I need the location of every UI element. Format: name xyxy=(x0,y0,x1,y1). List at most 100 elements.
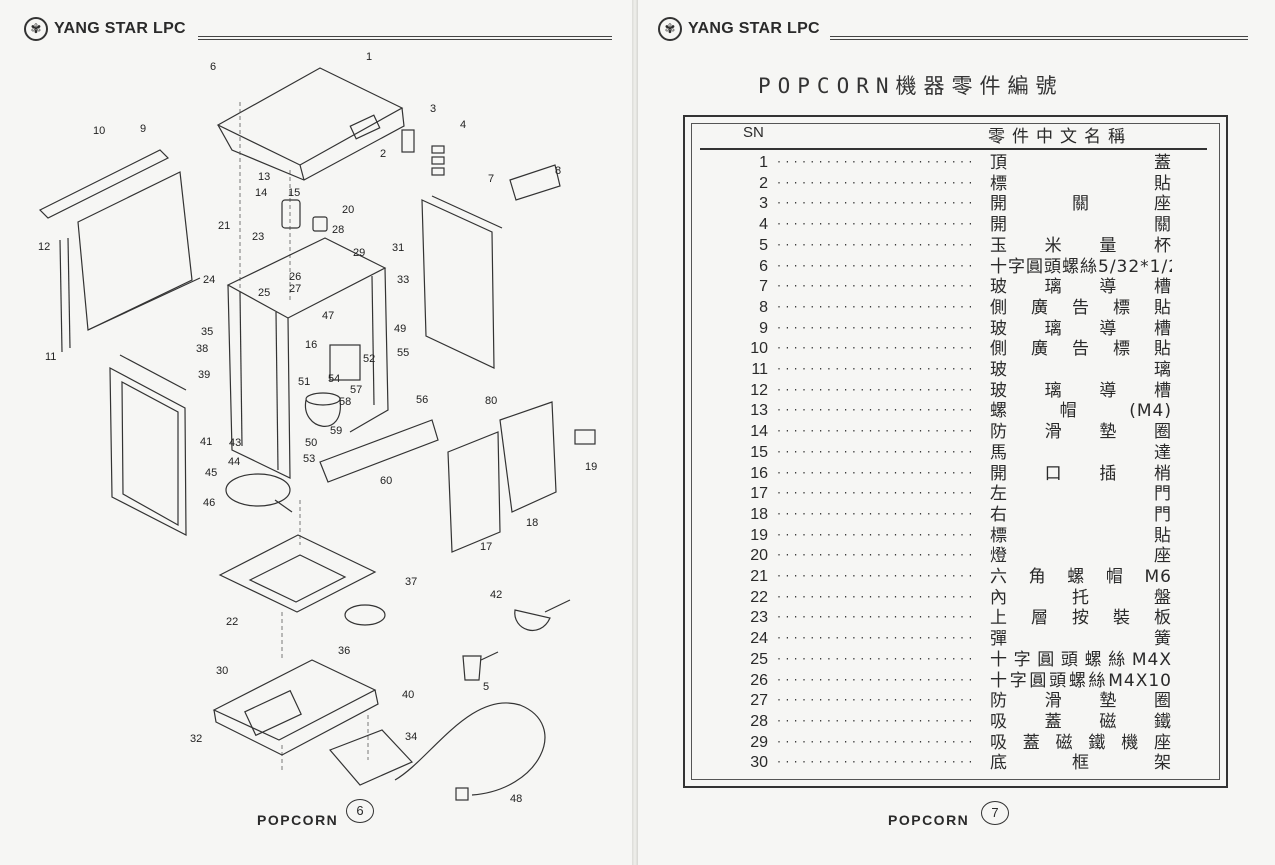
brand-logo-icon: ✾ xyxy=(658,17,682,41)
callout: 41 xyxy=(200,436,212,448)
callout: 9 xyxy=(140,123,146,135)
callout: 1 xyxy=(366,51,372,63)
table-row: 16······································… xyxy=(738,464,1178,484)
part-name: 玻璃導槽 xyxy=(990,380,1172,401)
leader-dots: ········································ xyxy=(776,550,971,562)
leader-dots: ········································ xyxy=(776,695,971,707)
callout: 7 xyxy=(488,173,494,185)
leader-dots: ········································ xyxy=(776,301,971,313)
callout: 25 xyxy=(258,287,270,299)
callout: 14 xyxy=(255,187,267,199)
part-name: 玉米量杯 xyxy=(990,235,1172,256)
part-name: 玻璃 xyxy=(990,360,1172,380)
callout: 31 xyxy=(392,242,404,254)
part-sn: 2 xyxy=(759,174,768,192)
callout: 17 xyxy=(480,541,492,553)
table-row: 18 ······································… xyxy=(738,505,1178,525)
callout: 56 xyxy=(416,394,428,406)
right-page-parts-list: ✾ YANG STAR LPC POPCORN機器零件編號 SN 零件中文名稱 … xyxy=(638,0,1275,865)
leader-dots: ········································ xyxy=(776,508,971,520)
callout: 29 xyxy=(353,247,365,259)
table-row: 11······································… xyxy=(738,360,1178,380)
table-row: 10 ······································… xyxy=(738,339,1178,359)
leader-dots: ········································ xyxy=(776,488,971,500)
callout: 49 xyxy=(394,323,406,335)
brand-logo-icon: ✾ xyxy=(24,17,48,41)
header-sn: SN xyxy=(743,124,764,141)
part-name: 十字圓頭螺絲M4X10 xyxy=(990,670,1172,691)
part-name: 標貼 xyxy=(990,525,1172,546)
callout: 80 xyxy=(485,395,497,407)
leader-dots: ········································ xyxy=(776,674,971,686)
table-row: 28······································… xyxy=(738,712,1178,732)
table-row: 17······································… xyxy=(738,484,1178,504)
leader-dots: ········································ xyxy=(776,157,971,168)
table-row: 2·······································… xyxy=(738,174,1178,194)
part-sn: 15 xyxy=(750,443,768,461)
callout: 47 xyxy=(322,310,334,322)
table-row: 13······································… xyxy=(738,401,1178,421)
callout: 37 xyxy=(405,576,417,588)
callout: 15 xyxy=(288,187,300,199)
header-rule-line xyxy=(700,148,1207,150)
callout: 2 xyxy=(380,148,386,160)
header-part-name: 零件中文名稱 xyxy=(988,127,1132,147)
part-sn: 6 xyxy=(759,257,768,275)
part-name: 十字圓頭螺絲M4X xyxy=(990,649,1172,670)
table-row: 30······································… xyxy=(738,753,1178,773)
leader-dots: ········································ xyxy=(776,198,971,210)
part-name: 內托盤 xyxy=(990,587,1172,608)
leader-dots: ········································ xyxy=(776,591,971,603)
callout: 28 xyxy=(332,224,344,236)
part-sn: 9 xyxy=(759,319,768,337)
callout: 20 xyxy=(342,204,354,216)
table-row: 8·······································… xyxy=(738,298,1178,318)
part-sn: 13 xyxy=(750,402,768,420)
part-name: 防滑墊圈 xyxy=(990,691,1172,712)
callout: 22 xyxy=(226,616,238,628)
part-sn: 20 xyxy=(750,547,768,565)
callout: 26 xyxy=(289,271,301,283)
table-row: 15······································… xyxy=(738,443,1178,463)
part-name: 上層按裝板 xyxy=(990,608,1172,629)
callout: 21 xyxy=(218,220,230,232)
part-sn: 18 xyxy=(750,505,768,523)
leader-dots: ········································ xyxy=(776,384,971,396)
callout: 30 xyxy=(216,665,228,677)
table-row: 23······································… xyxy=(738,608,1178,628)
part-sn: 10 xyxy=(750,340,768,358)
callout: 38 xyxy=(196,343,208,355)
part-sn: 4 xyxy=(759,216,768,234)
part-name: 燈座 xyxy=(990,546,1172,567)
footer-brand-left: POPCORN xyxy=(257,812,339,828)
table-row: 1 ·······································… xyxy=(738,153,1178,173)
callout: 36 xyxy=(338,645,350,657)
leader-dots: ········································ xyxy=(776,715,971,727)
part-sn: 14 xyxy=(750,423,768,441)
callout: 35 xyxy=(201,326,213,338)
part-sn: 1 xyxy=(759,154,768,171)
table-row: 4·······································… xyxy=(738,215,1178,235)
parts-table-frame xyxy=(683,115,1228,788)
page-number-left: 6 xyxy=(346,799,374,823)
callout: 33 xyxy=(397,274,409,286)
table-row: 20 ······································… xyxy=(738,546,1178,566)
parts-list-title: POPCORN機器零件編號 xyxy=(758,74,1064,98)
callout: 58 xyxy=(339,396,351,408)
table-row: 24······································… xyxy=(738,629,1178,649)
part-name: 六角螺帽M6 xyxy=(990,567,1172,587)
part-sn: 30 xyxy=(750,754,768,772)
part-name: 側廣告標貼 xyxy=(990,297,1172,318)
part-sn: 26 xyxy=(750,671,768,689)
leader-dots: ········································ xyxy=(776,343,971,355)
footer-brand-right: POPCORN xyxy=(888,812,970,828)
callout: 59 xyxy=(330,425,342,437)
part-name: 底框架 xyxy=(990,753,1172,774)
brand-name: YANG STAR LPC xyxy=(688,20,820,37)
leader-dots: ········································ xyxy=(776,529,971,541)
callout: 16 xyxy=(305,339,317,351)
table-row: 26 ······································… xyxy=(738,671,1178,691)
part-name: 馬達 xyxy=(990,442,1172,463)
leader-dots: ········································ xyxy=(776,633,971,645)
callout: 54 xyxy=(328,373,340,385)
